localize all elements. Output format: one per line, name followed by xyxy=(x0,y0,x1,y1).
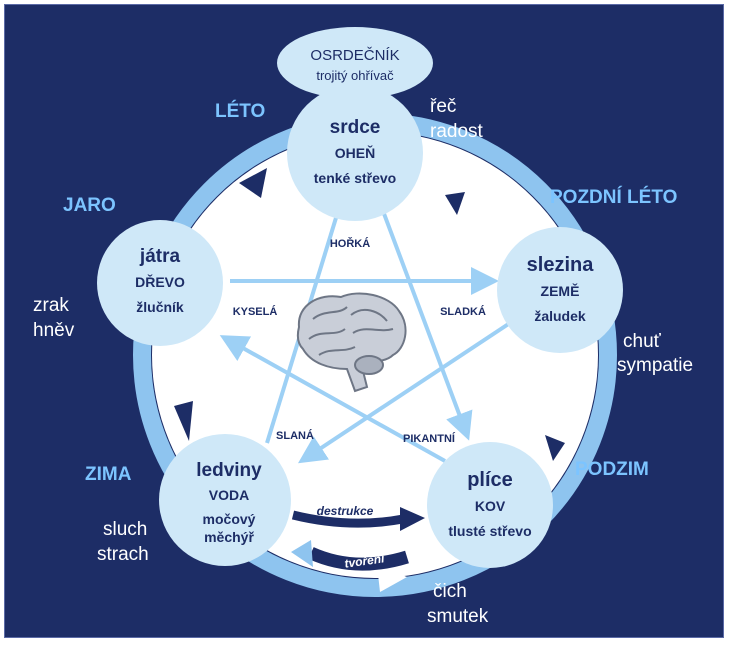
season-spring: JARO xyxy=(63,195,116,216)
heart-element: OHEŇ xyxy=(335,144,375,161)
sense-kidneys-2: strach xyxy=(97,544,149,565)
kidneys-element: VODA xyxy=(209,487,249,503)
sense-spleen-1: chuť xyxy=(623,331,662,352)
label-destruction: destrukce xyxy=(317,504,374,518)
label-creation: tvoření xyxy=(344,551,387,571)
sense-spleen-2: sympatie xyxy=(617,355,693,376)
season-summer: LÉTO xyxy=(215,100,265,122)
season-autumn: PODZIM xyxy=(575,459,649,480)
five-elements-diagram: OSRDEČNÍK trojitý ohřívač srdce OHEŇ ten… xyxy=(33,27,693,627)
heart-node xyxy=(287,85,423,221)
lungs-paired: tlusté střevo xyxy=(448,523,531,539)
spleen-paired: žaludek xyxy=(534,308,586,324)
sense-liver-1: zrak xyxy=(33,295,69,316)
liver-paired: žlučník xyxy=(136,299,184,315)
lungs-node xyxy=(427,442,553,568)
cycle-arrow-heart-spleen xyxy=(481,188,511,217)
season-late-summer: POZDNÍ LÉTO xyxy=(550,186,677,208)
brain-icon xyxy=(296,292,407,393)
cycle-arrow-marker-2 xyxy=(445,192,465,215)
spleen-element: ZEMĚ xyxy=(541,282,580,299)
cycle-arrow-marker-3 xyxy=(545,435,565,461)
liver-element: DŘEVO xyxy=(135,273,185,290)
heart-paired: tenké střevo xyxy=(314,170,396,186)
kidneys-organ: ledviny xyxy=(196,460,262,481)
kidneys-paired-2: měchýř xyxy=(204,529,254,545)
cycle-arrow-markers xyxy=(174,168,568,592)
spleen-organ: slezina xyxy=(527,254,595,276)
pericardium-title: OSRDEČNÍK xyxy=(310,47,399,64)
cycle-arrow-lungs-kidneys xyxy=(377,565,407,592)
taste-pungent: PIKANTNÍ xyxy=(403,432,456,445)
sense-heart-2: radost xyxy=(430,121,484,142)
sense-heart-1: řeč xyxy=(430,96,456,117)
cycle-arrow-kidneys-liver xyxy=(174,401,193,441)
kidneys-node xyxy=(159,434,291,566)
cycle-arrow-liver-heart xyxy=(239,168,267,198)
taste-bitter: HOŘKÁ xyxy=(330,237,370,250)
sense-kidneys-1: sluch xyxy=(103,519,147,540)
taste-sweet: SLADKÁ xyxy=(440,305,486,318)
pericardium-subtitle: trojitý ohřívač xyxy=(316,68,394,83)
arrow-spleen-kidneys xyxy=(297,319,515,464)
diagram-frame: OSRDEČNÍK trojitý ohřívač srdce OHEŇ ten… xyxy=(4,4,724,638)
pericardium-ellipse xyxy=(277,27,433,99)
heart-organ: srdce xyxy=(330,117,381,138)
taste-salty: SLANÁ xyxy=(276,429,314,442)
liver-node xyxy=(97,220,223,346)
destruction-arrow xyxy=(291,507,425,531)
lungs-organ: plíce xyxy=(467,469,513,491)
spleen-node xyxy=(497,227,623,353)
cycle-arrow-spleen-lungs xyxy=(543,371,568,405)
sense-lungs-2: smutek xyxy=(427,606,489,627)
arrow-lungs-liver xyxy=(219,335,446,463)
sense-liver-2: hněv xyxy=(33,320,75,341)
liver-organ: játra xyxy=(139,246,181,267)
creation-arrow xyxy=(291,540,409,571)
kidneys-paired-1: močový xyxy=(203,511,256,527)
taste-sour: KYSELÁ xyxy=(233,305,278,318)
season-winter: ZIMA xyxy=(85,464,132,485)
lungs-element: KOV xyxy=(475,498,506,514)
arrow-heart-lungs xyxy=(375,194,473,441)
sense-lungs-1: čich xyxy=(433,581,467,602)
